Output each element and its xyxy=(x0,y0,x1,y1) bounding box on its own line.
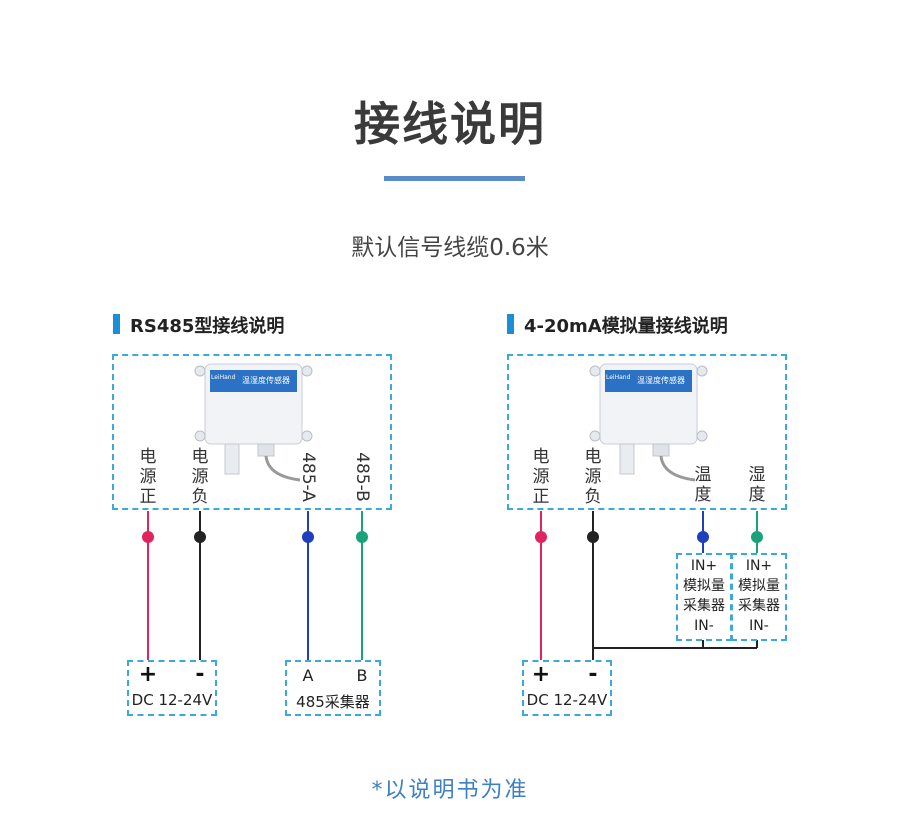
footer-note: *以说明书为准 xyxy=(371,778,529,803)
analog-label-temp: 温度 xyxy=(694,465,712,505)
rs485-label-b: 485-B xyxy=(352,452,372,502)
page-title: 接线说明 xyxy=(354,97,546,151)
rs485-device-brand: LeiHand xyxy=(211,374,236,381)
title-underline xyxy=(384,176,525,181)
analog-collector-humid-box xyxy=(731,553,787,641)
analog-device-panel-text: 温湿度传感器 xyxy=(637,376,685,385)
rs485-collector-b: B xyxy=(356,666,368,685)
rs485-power-supply-box xyxy=(127,660,217,716)
analog-power-minus: - xyxy=(588,662,598,687)
rs485-power-plus: + xyxy=(138,662,158,687)
rs485-power-label: DC 12-24V xyxy=(131,691,213,709)
analog-label-power-neg: 电源负 xyxy=(584,447,602,507)
analog-sensor-device xyxy=(589,363,708,482)
rs485-device-panel-text: 温湿度传感器 xyxy=(242,376,290,385)
cable-length-note: 默认信号线缆0.6米 xyxy=(351,235,549,261)
analog-device-frame xyxy=(507,354,787,510)
analog-device-brand: LeiHand xyxy=(606,374,631,381)
rs485-collector-label: 485采集器 xyxy=(296,693,370,711)
section-title-rs485: RS485型接线说明 xyxy=(130,316,285,337)
section-marker-rs485 xyxy=(113,314,120,334)
section-title-analog: 4-20mA模拟量接线说明 xyxy=(524,316,728,337)
rs485-device-frame xyxy=(112,354,392,510)
rs485-collector-box xyxy=(285,660,381,716)
rs485-label-a: 485-A xyxy=(298,452,318,502)
analog-label-power-pos: 电源正 xyxy=(532,447,550,507)
analog-power-supply-box xyxy=(522,660,612,716)
section-marker-analog xyxy=(507,314,514,334)
rs485-collector-a: A xyxy=(302,666,314,685)
rs485-sensor-device xyxy=(194,363,313,482)
rs485-label-power-neg: 电源负 xyxy=(191,447,209,507)
analog-label-humid: 湿度 xyxy=(748,465,766,505)
analog-power-plus: + xyxy=(531,662,551,687)
rs485-label-power-pos: 电源正 xyxy=(139,447,157,507)
rs485-power-minus: - xyxy=(195,662,205,687)
analog-power-label: DC 12-24V xyxy=(526,691,608,709)
